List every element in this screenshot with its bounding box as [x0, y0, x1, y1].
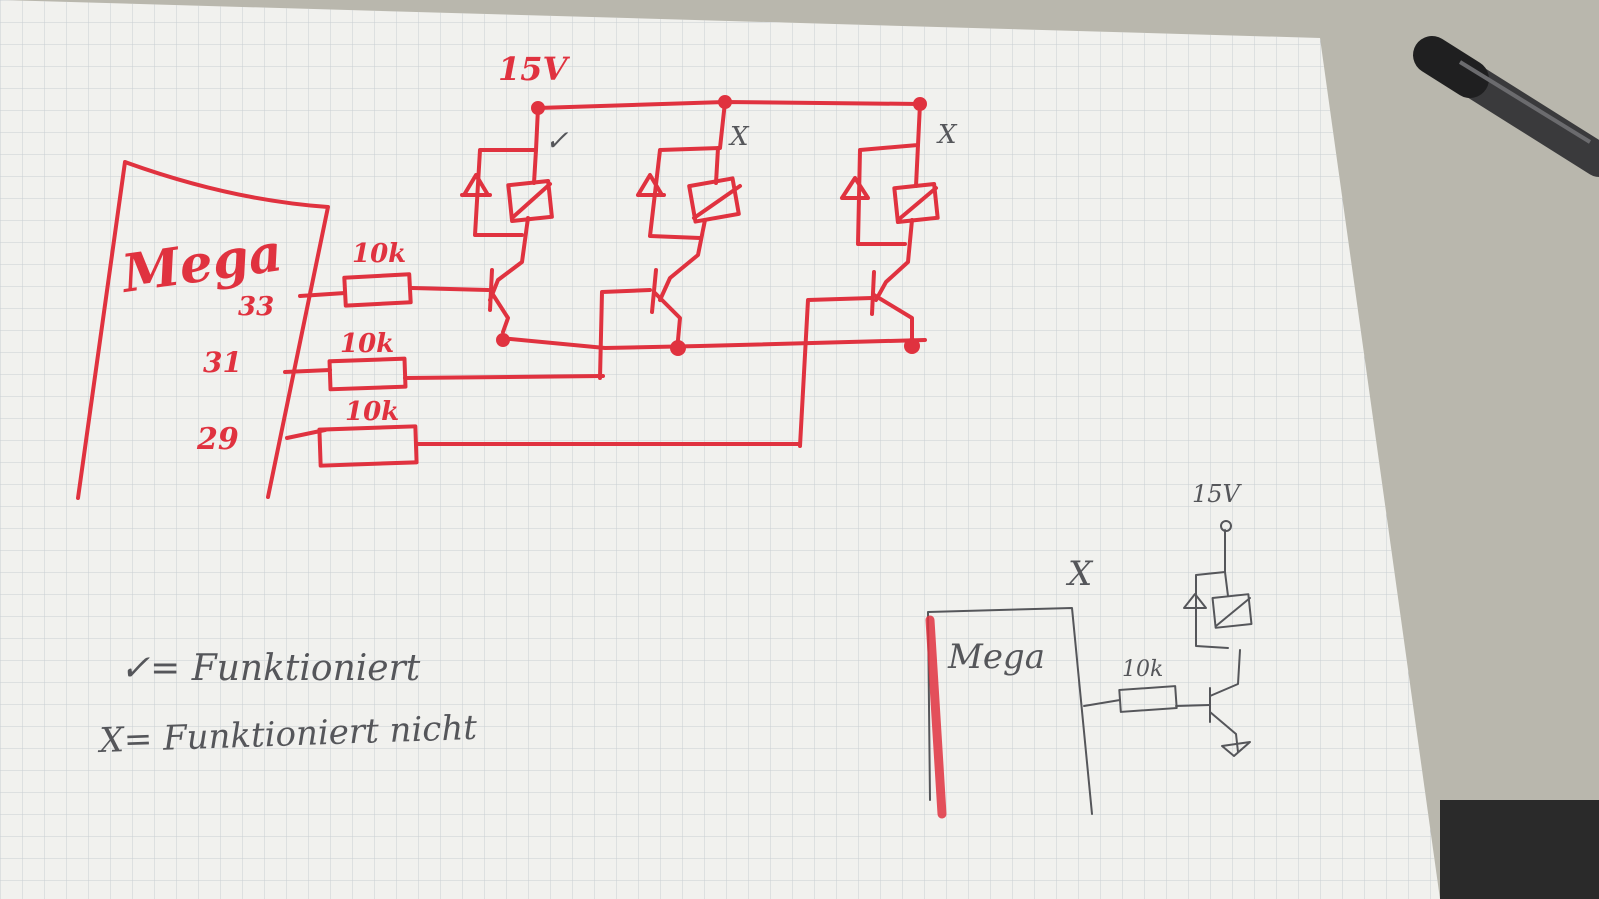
pin-31-wire: [283, 368, 332, 374]
pin-label-31: 31: [203, 346, 242, 379]
pencil-supply-label: 15V: [1192, 480, 1243, 508]
pencil-schematic: [925, 520, 1253, 819]
pencil-resistor: [1118, 685, 1178, 713]
pin-label-29: 29: [196, 422, 239, 457]
pencil-mega-outline: [927, 607, 1093, 815]
pen: [1413, 36, 1599, 177]
pencil-mark: X: [1065, 554, 1094, 594]
resistor-1: [342, 272, 413, 308]
red-supply-label: 15V: [498, 50, 571, 88]
resistor-label-2: 10k: [340, 329, 394, 359]
ground-rail: [498, 336, 927, 350]
relay-stage-1: [410, 106, 554, 334]
resistor-label-3: 10k: [345, 397, 399, 427]
desk-shadow: [1440, 800, 1599, 899]
grid-paper: [0, 0, 1440, 899]
relay-mark-3: X: [936, 120, 958, 150]
pencil-resistor-label: 10k: [1122, 657, 1163, 682]
legend-check-line: ✓= Funktioniert: [120, 648, 421, 689]
pin-33-wire: [298, 291, 347, 298]
pin-label-33: 33: [238, 292, 274, 322]
resistor-label-1: 10k: [352, 239, 406, 269]
red-schematic: [76, 95, 940, 500]
relay-stage-3: [798, 102, 940, 448]
relay-mark-1: ✓: [545, 124, 569, 157]
pencil-chip-label: Mega: [947, 637, 1045, 677]
relay-mark-2: X: [728, 122, 750, 152]
mega-board-outline: [76, 160, 330, 500]
resistor-2: [327, 356, 408, 392]
